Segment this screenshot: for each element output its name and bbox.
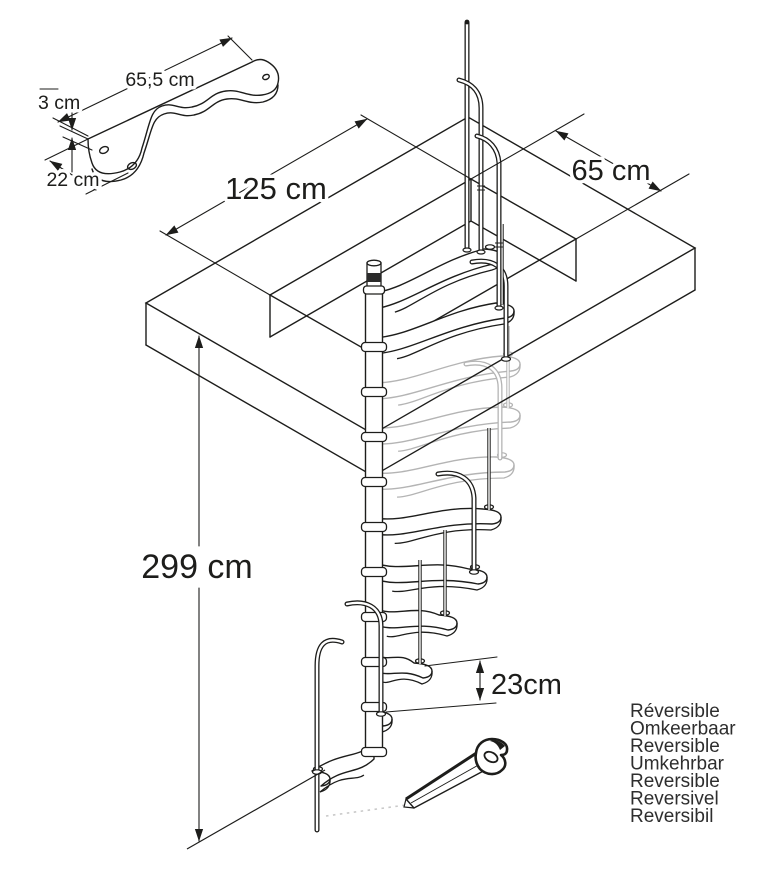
dimension-step-rise xyxy=(385,656,498,713)
baluster-foot xyxy=(484,244,496,250)
dimension-tread-width xyxy=(44,138,129,195)
rail-foot xyxy=(311,769,323,775)
saw-icon xyxy=(403,737,509,809)
stair-tread xyxy=(373,248,503,310)
hidden-treads xyxy=(373,326,521,498)
tread-hole-right xyxy=(262,73,270,81)
reversible-labels: Réversible Omkeerbaar Reversible Umkehrb… xyxy=(630,701,736,827)
cut-dotted-line xyxy=(325,804,407,817)
dimension-labels: 65,5 cm 3 cm 22 cm 125 cm 65 cm 299 cm 2… xyxy=(35,66,654,705)
stair-tread xyxy=(373,302,515,355)
dimension-opening-length xyxy=(159,114,472,296)
label-step-rise: 23cm xyxy=(491,669,562,701)
column-spacer-collar xyxy=(360,341,388,353)
column-spacer-collar xyxy=(360,476,388,488)
label-reversible-en: Reversible xyxy=(630,736,720,757)
rail-foot xyxy=(500,356,512,362)
label-opening-length: 125 cm xyxy=(225,171,327,206)
handrail-post-to-cut xyxy=(314,637,345,833)
column-spacer-collar xyxy=(360,566,388,578)
ground-and-cutline xyxy=(186,769,407,850)
label-tread-width: 22 cm xyxy=(46,169,99,191)
label-reversible-es: Reversible xyxy=(630,771,720,792)
dimension-tread-thickness xyxy=(39,88,93,173)
upper-post-cap xyxy=(464,19,470,25)
tread-hole-left-front xyxy=(126,161,138,171)
rail-foot xyxy=(375,711,387,717)
label-opening-width: 65 cm xyxy=(572,155,651,187)
label-reversible-pt: Reversivel xyxy=(630,789,719,810)
column-spacer-collar xyxy=(360,521,388,533)
handrail-and-balusters xyxy=(311,224,512,833)
column-spacer-collar xyxy=(360,746,388,758)
label-total-height: 299 cm xyxy=(141,548,253,586)
column-cap-ring xyxy=(367,273,381,282)
label-reversible-it: Reversibil xyxy=(630,806,713,827)
label-reversible-fr: Réversible xyxy=(630,701,720,722)
stair-tread xyxy=(373,507,502,536)
tread-detail-drawing xyxy=(39,35,280,195)
column-spacer-collar xyxy=(360,386,388,398)
rail-foot xyxy=(468,569,480,575)
column-spacer-collar xyxy=(360,431,388,443)
tread-hole-left-back xyxy=(98,145,110,155)
dimension-opening-width xyxy=(470,113,690,240)
label-tread-thickness: 3 cm xyxy=(38,92,80,114)
label-reversible-de: Umkehrbar xyxy=(630,754,725,775)
label-reversible-nl: Omkeerbaar xyxy=(630,719,736,740)
label-tread-length: 65,5 cm xyxy=(125,69,194,91)
